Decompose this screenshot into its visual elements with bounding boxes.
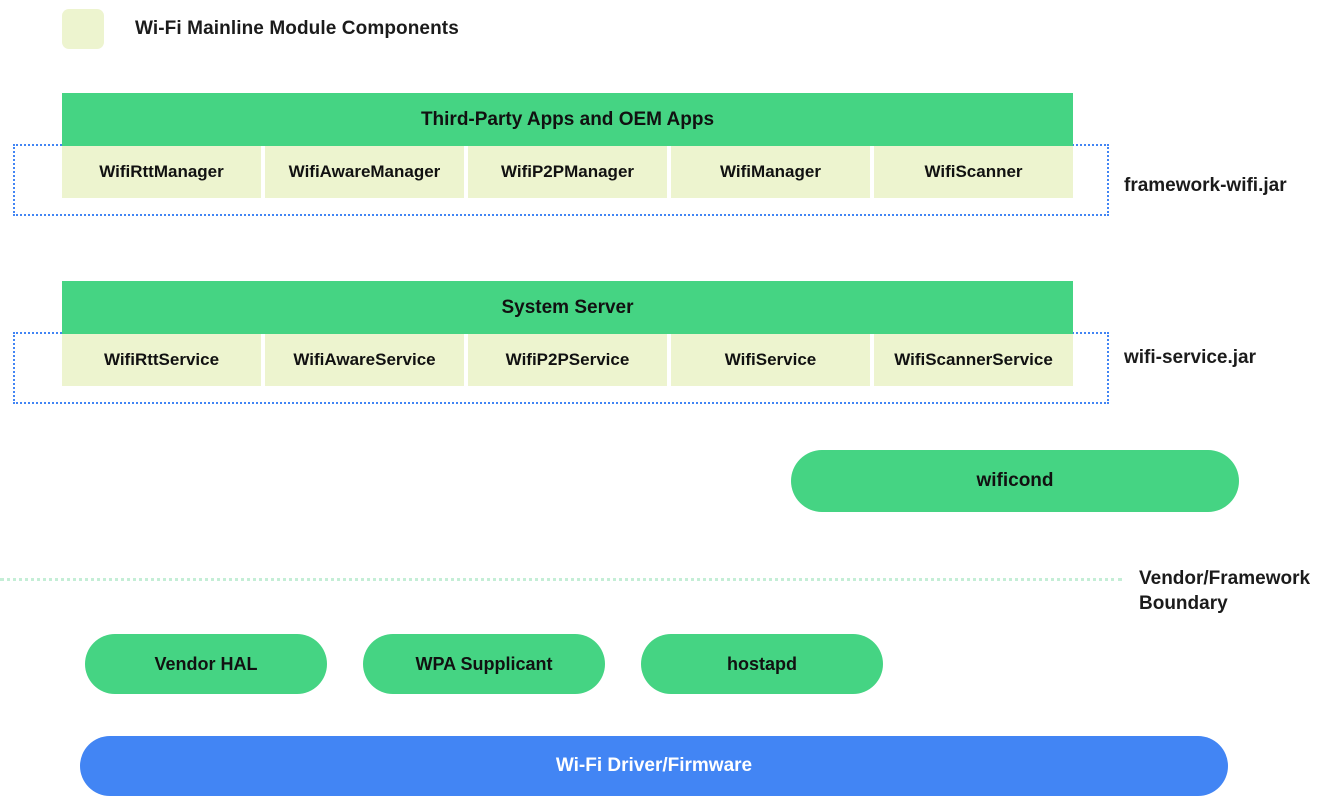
layer-system-server-header: System Server: [62, 281, 1073, 334]
component-wifiscannerservice[interactable]: WifiScannerService: [874, 334, 1073, 386]
component-wifip2pservice[interactable]: WifiP2PService: [468, 334, 667, 386]
component-wifiawareservice[interactable]: WifiAwareService: [265, 334, 464, 386]
node-vendor-hal[interactable]: Vendor HAL: [85, 634, 327, 694]
component-wifip2pmanager[interactable]: WifiP2PManager: [468, 146, 667, 198]
legend-label: Wi-Fi Mainline Module Components: [135, 18, 459, 39]
jar-label-framework-wifi: framework-wifi.jar: [1124, 175, 1287, 196]
layer-system-server-components: WifiRttService WifiAwareService WifiP2PS…: [62, 334, 1073, 386]
vendor-framework-boundary-line: [0, 578, 1122, 581]
node-wpa-supplicant[interactable]: WPA Supplicant: [363, 634, 605, 694]
component-wifiawaremanager[interactable]: WifiAwareManager: [265, 146, 464, 198]
jar-label-wifi-service: wifi-service.jar: [1124, 347, 1257, 368]
boundary-label-line2: Boundary: [1139, 593, 1228, 614]
component-wifimanager[interactable]: WifiManager: [671, 146, 870, 198]
component-wifiscanner[interactable]: WifiScanner: [874, 146, 1073, 198]
node-wifi-driver-firmware[interactable]: Wi-Fi Driver/Firmware: [80, 736, 1228, 796]
legend: Wi-Fi Mainline Module Components: [62, 9, 459, 49]
vendor-framework-boundary-label: Vendor/Framework Boundary: [1139, 566, 1333, 616]
layer-system-server: System Server WifiRttService WifiAwareSe…: [62, 281, 1073, 386]
component-wifirttmanager[interactable]: WifiRttManager: [62, 146, 261, 198]
node-wificond[interactable]: wificond: [791, 450, 1239, 512]
layer-apps-header: Third-Party Apps and OEM Apps: [62, 93, 1073, 146]
layer-apps: Third-Party Apps and OEM Apps WifiRttMan…: [62, 93, 1073, 198]
layer-apps-components: WifiRttManager WifiAwareManager WifiP2PM…: [62, 146, 1073, 198]
boundary-label-line1: Vendor/Framework: [1139, 568, 1311, 589]
legend-swatch-icon: [62, 9, 104, 49]
component-wifirttservice[interactable]: WifiRttService: [62, 334, 261, 386]
node-hostapd[interactable]: hostapd: [641, 634, 883, 694]
component-wifiservice[interactable]: WifiService: [671, 334, 870, 386]
